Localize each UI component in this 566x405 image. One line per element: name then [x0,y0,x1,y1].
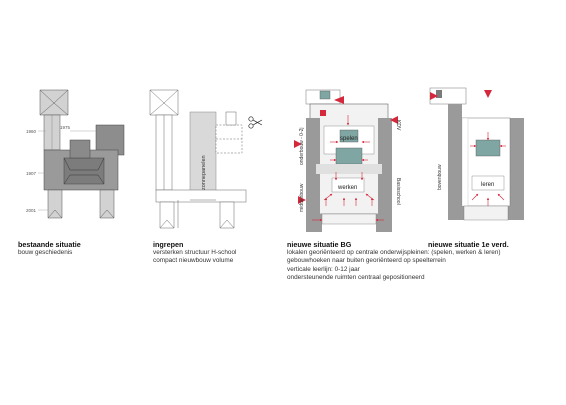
caption-interventions: ingrepen versterken structuur H-school c… [153,240,236,266]
panel-interventions: zonnepanelen [149,89,263,229]
panel-new-ground-floor: spelen werken KDV onderbouw - 0-2j midde… [294,89,401,232]
year-label-2001: 2001 [26,208,37,213]
panel-new-first-floor: leren bovenbouw [429,87,524,221]
caption-existing: bestaande situatie bouw geschiedenis [18,240,81,257]
year-label-1960: 1960 [26,129,37,134]
year-label-1975: 1975 [60,125,71,130]
caption-title: bestaande situatie [18,240,81,249]
label-basisschool: Basisschool [395,178,401,205]
label-onderbouw: onderbouw - 0-2j [299,127,305,165]
caption-title: nieuwe situatie 1e verd. [428,240,509,249]
caption-line: bouw geschiedenis [18,249,73,256]
caption-line: verticale leerlijn: 0-12 jaar [287,265,360,273]
caption-ground-floor: nieuwe situatie BG lokalen georiënteerd … [287,240,501,283]
panel-existing-situation: 1960 1975 1907 2001 [26,89,125,219]
caption-first-floor: nieuwe situatie 1e verd. [428,240,509,249]
solar-panels-label: zonnepanelen [201,155,207,190]
scissors-icon [248,116,263,129]
room-label-leren: leren [481,182,494,188]
year-label-1907: 1907 [26,171,37,176]
room-label-spelen: spelen [340,136,358,142]
caption-line: compact nieuwbouw volume [153,257,234,265]
room-label-werken: werken [337,185,357,191]
label-middenbouw: middenbouw [299,183,305,212]
caption-title: nieuwe situatie BG [287,240,352,249]
label-bovenbouw: bovenbouw [437,164,443,190]
caption-line: lokalen georiënteerd op centrale onderwi… [287,249,501,256]
caption-title: ingrepen [153,240,184,249]
caption-line: gebouwhoeken naar buiten georiënteerd op… [287,257,446,265]
label-kdv: KDV [395,120,401,131]
caption-line: ondersteunende ruimten centraal gepositi… [287,274,425,282]
caption-line: versterken structuur H-school [153,249,237,256]
